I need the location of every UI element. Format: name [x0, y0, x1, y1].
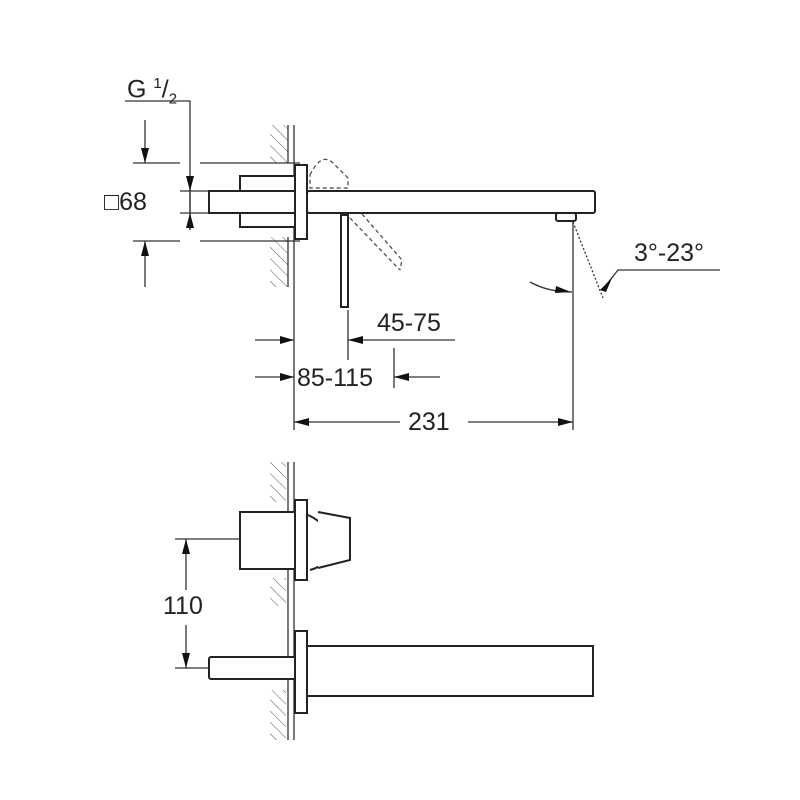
centre-distance-label: 110 — [163, 592, 203, 620]
inlet-pipe-front — [208, 656, 298, 680]
spout — [306, 190, 596, 214]
aerator — [555, 212, 577, 222]
front-view — [175, 462, 594, 740]
wall-depth-label: 85-115 — [297, 364, 373, 392]
thread-denominator: 2 — [168, 90, 178, 108]
rosette-plate — [294, 164, 308, 240]
thread-prefix: G — [127, 75, 147, 104]
aerator-angle-label: 3°-23° — [634, 239, 705, 267]
wall-section-side — [270, 125, 295, 430]
spout-front — [306, 645, 594, 697]
handle-lever — [340, 214, 349, 308]
thread-numerator: 1 — [153, 75, 162, 92]
handle-front — [317, 511, 351, 569]
mixer-body-front — [239, 511, 297, 570]
wall-section-front — [270, 462, 295, 740]
handle-rosette — [294, 499, 308, 581]
spout-length-label: 231 — [408, 408, 450, 436]
square-symbol-icon: □ — [104, 188, 120, 216]
handle-projection-label: 45-75 — [377, 309, 441, 337]
side-view — [125, 100, 720, 430]
spout-rosette — [294, 630, 308, 714]
inlet-pipe — [208, 190, 298, 214]
thread-size-label: G 1/2 — [127, 75, 178, 108]
rosette-size-value: 68 — [119, 188, 147, 216]
rosette-size-label: □68 — [104, 190, 147, 215]
